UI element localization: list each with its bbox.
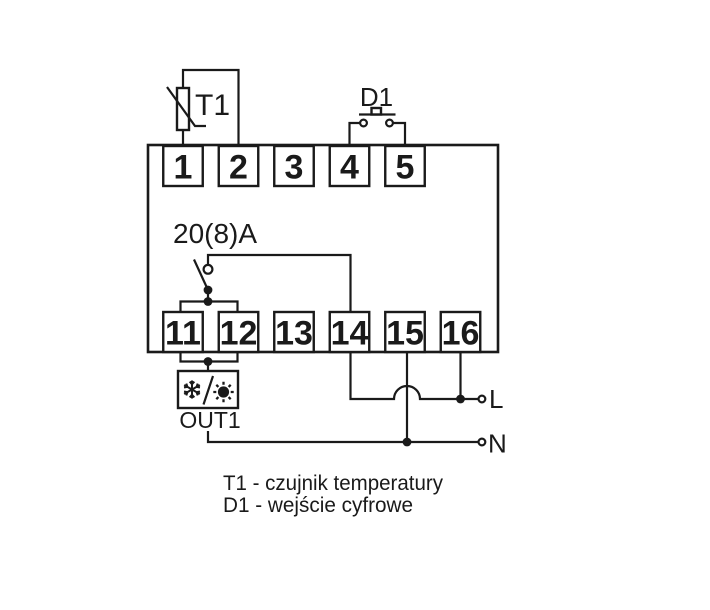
- mains-wiring: L N: [206, 352, 507, 459]
- terminal-number: 14: [331, 315, 369, 353]
- terminal-box-16: [439, 310, 482, 354]
- sun-icon: [213, 381, 234, 403]
- thermistor-stroke: [166, 86, 206, 128]
- digital-input-circuit-d1: D1: [348, 82, 407, 146]
- line-label: L: [489, 384, 503, 414]
- terminal-number: 12: [220, 315, 258, 353]
- terminal-box-14: [328, 310, 371, 354]
- terminal-number: 4: [340, 149, 359, 187]
- terminal-box-4: [328, 144, 371, 188]
- sensor-circuit-t1: T1: [166, 68, 240, 146]
- line-wire-from-14-with-hop: [349, 352, 479, 401]
- button-contact-right: [385, 118, 395, 128]
- terminal-number: 3: [285, 149, 304, 187]
- neutral-wire-from-out1: [206, 431, 479, 444]
- terminal-box-2: [217, 144, 260, 188]
- slash-divider: [202, 375, 215, 405]
- bottom-terminal-row: 11 12 13 14 15 16: [162, 310, 482, 354]
- button-wire-left: [348, 121, 361, 146]
- output-circuit-out1: OUT1: [176, 352, 241, 433]
- terminal-number: 13: [275, 315, 313, 353]
- terminal-number: 11: [165, 315, 201, 353]
- relay-contact: 20(8)A: [173, 218, 352, 312]
- terminal-box-5: [384, 144, 426, 188]
- top-terminal-row: 1 2 3 4 5: [162, 144, 426, 188]
- neutral-label: N: [488, 429, 507, 459]
- sensor-label: T1: [195, 89, 230, 122]
- legend-line-d1: D1 - wejście cyfrowe: [223, 494, 413, 517]
- terminal-box-12: [217, 310, 260, 354]
- terminal-box-11: [162, 310, 204, 354]
- relay-wire-to-14: [206, 253, 352, 312]
- legend: T1 - czujnik temperatury D1 - wejście cy…: [223, 472, 443, 517]
- button-contact-left: [359, 118, 369, 128]
- terminal-number: 5: [396, 149, 415, 187]
- terminal-box-13: [273, 310, 315, 354]
- legend-line-t1: T1 - czujnik temperatury: [223, 472, 443, 495]
- snowflake-icon: [182, 380, 202, 400]
- output-label: OUT1: [179, 407, 240, 433]
- relay-blade: [193, 259, 209, 291]
- junction-dot: [402, 437, 412, 447]
- neutral-terminal-circle: [477, 437, 487, 447]
- button-wire-right: [392, 121, 407, 146]
- terminal-number: 2: [229, 149, 248, 187]
- terminal-number: 1: [174, 149, 193, 187]
- terminal-number: 15: [386, 315, 424, 353]
- sensor-loop-wire: [181, 68, 240, 146]
- line-terminal-circle: [477, 394, 487, 404]
- junction-dot: [456, 394, 465, 404]
- terminal-box-3: [273, 144, 315, 188]
- terminal-number: 16: [442, 315, 480, 353]
- terminal-box-1: [162, 144, 204, 188]
- button-knob: [370, 106, 383, 116]
- terminal-box-15: [384, 310, 426, 354]
- relay-fixed-contact: [202, 263, 214, 275]
- relay-rating-label: 20(8)A: [173, 218, 257, 249]
- junction-dot: [203, 285, 213, 295]
- bracket-to-11-12-top: [179, 300, 239, 312]
